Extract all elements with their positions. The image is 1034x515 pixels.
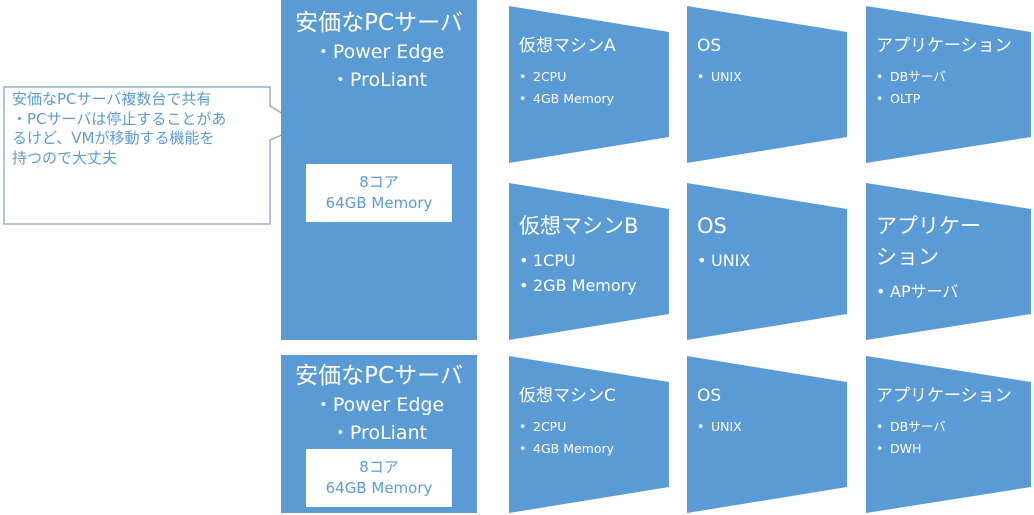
- vm-spec: 2CPU: [519, 416, 659, 438]
- app-card: アプリケーション DBサーバOLTP: [866, 6, 1031, 163]
- vm-spec: 2GB Memory: [519, 273, 659, 298]
- server-title: 安価なPCサーバ: [295, 363, 463, 389]
- app-item: OLTP: [876, 88, 1021, 110]
- server-model-2: ・ProLiant: [330, 69, 428, 91]
- vm-c-card: 仮想マシンC 2CPU4GB Memory: [509, 356, 669, 513]
- server-cores: 8コア: [359, 173, 399, 191]
- server-model-1: ・Power Edge: [313, 41, 445, 63]
- app-title: アプリケーション: [876, 36, 1012, 56]
- server-cores: 8コア: [359, 458, 399, 476]
- vm-b-card: 仮想マシンB 1CPU2GB Memory: [509, 183, 669, 340]
- vm-title: 仮想マシンA: [519, 36, 616, 56]
- server-title: 安価なPCサーバ: [295, 10, 463, 36]
- server-spec-box: 8コア 64GB Memory: [306, 164, 452, 222]
- vm-spec: 2CPU: [519, 66, 659, 88]
- vm-spec: 4GB Memory: [519, 88, 659, 110]
- app-card: アプリケーション DBサーバDWH: [866, 356, 1031, 513]
- vm-title: 仮想マシンC: [519, 386, 616, 406]
- callout-text: 安価なPCサーバ複数台で共有 ・PCサーバは停止することがあ るけど、VMが移動…: [12, 90, 262, 168]
- vm-a-card: 仮想マシンA 2CPU4GB Memory: [509, 6, 669, 163]
- server-model-2: ・ProLiant: [330, 422, 428, 444]
- os-card: OS UNIX: [687, 6, 847, 163]
- server-model-1: ・Power Edge: [313, 394, 445, 416]
- app-item: DWH: [876, 438, 1021, 460]
- app-item: DBサーバ: [876, 416, 1021, 438]
- os-card: OS UNIX: [687, 356, 847, 513]
- os-card: OS UNIX: [687, 183, 847, 340]
- os-item: UNIX: [697, 248, 837, 273]
- server-memory: 64GB Memory: [325, 479, 433, 497]
- vm-title: 仮想マシンB: [519, 214, 639, 238]
- app-card: アプリケー ション APサーバ: [866, 183, 1031, 340]
- pc-server-1: 安価なPCサーバ ・Power Edge ・ProLiant 8コア 64GB …: [281, 0, 477, 340]
- app-title: アプリケーション: [876, 386, 1012, 406]
- app-item: APサーバ: [876, 279, 1021, 304]
- os-item: UNIX: [697, 66, 837, 88]
- app-title: アプリケー ション: [876, 214, 981, 269]
- vm-spec: 1CPU: [519, 248, 659, 273]
- server-spec-box: 8コア 64GB Memory: [306, 449, 452, 507]
- pc-server-2: 安価なPCサーバ ・Power Edge ・ProLiant 8コア 64GB …: [281, 355, 477, 513]
- callout-line: ・PCサーバは停止することがあ: [12, 109, 227, 128]
- os-item: UNIX: [697, 416, 837, 438]
- server-memory: 64GB Memory: [325, 194, 433, 212]
- app-item: DBサーバ: [876, 66, 1021, 88]
- callout-line: るけど、VMが移動する機能を: [12, 129, 215, 147]
- callout-line: 安価なPCサーバ複数台で共有: [12, 90, 212, 108]
- os-title: OS: [697, 214, 727, 238]
- callout-line: 持つので大丈夫: [12, 148, 118, 167]
- os-title: OS: [697, 386, 722, 406]
- vm-spec: 4GB Memory: [519, 438, 659, 460]
- os-title: OS: [697, 36, 722, 56]
